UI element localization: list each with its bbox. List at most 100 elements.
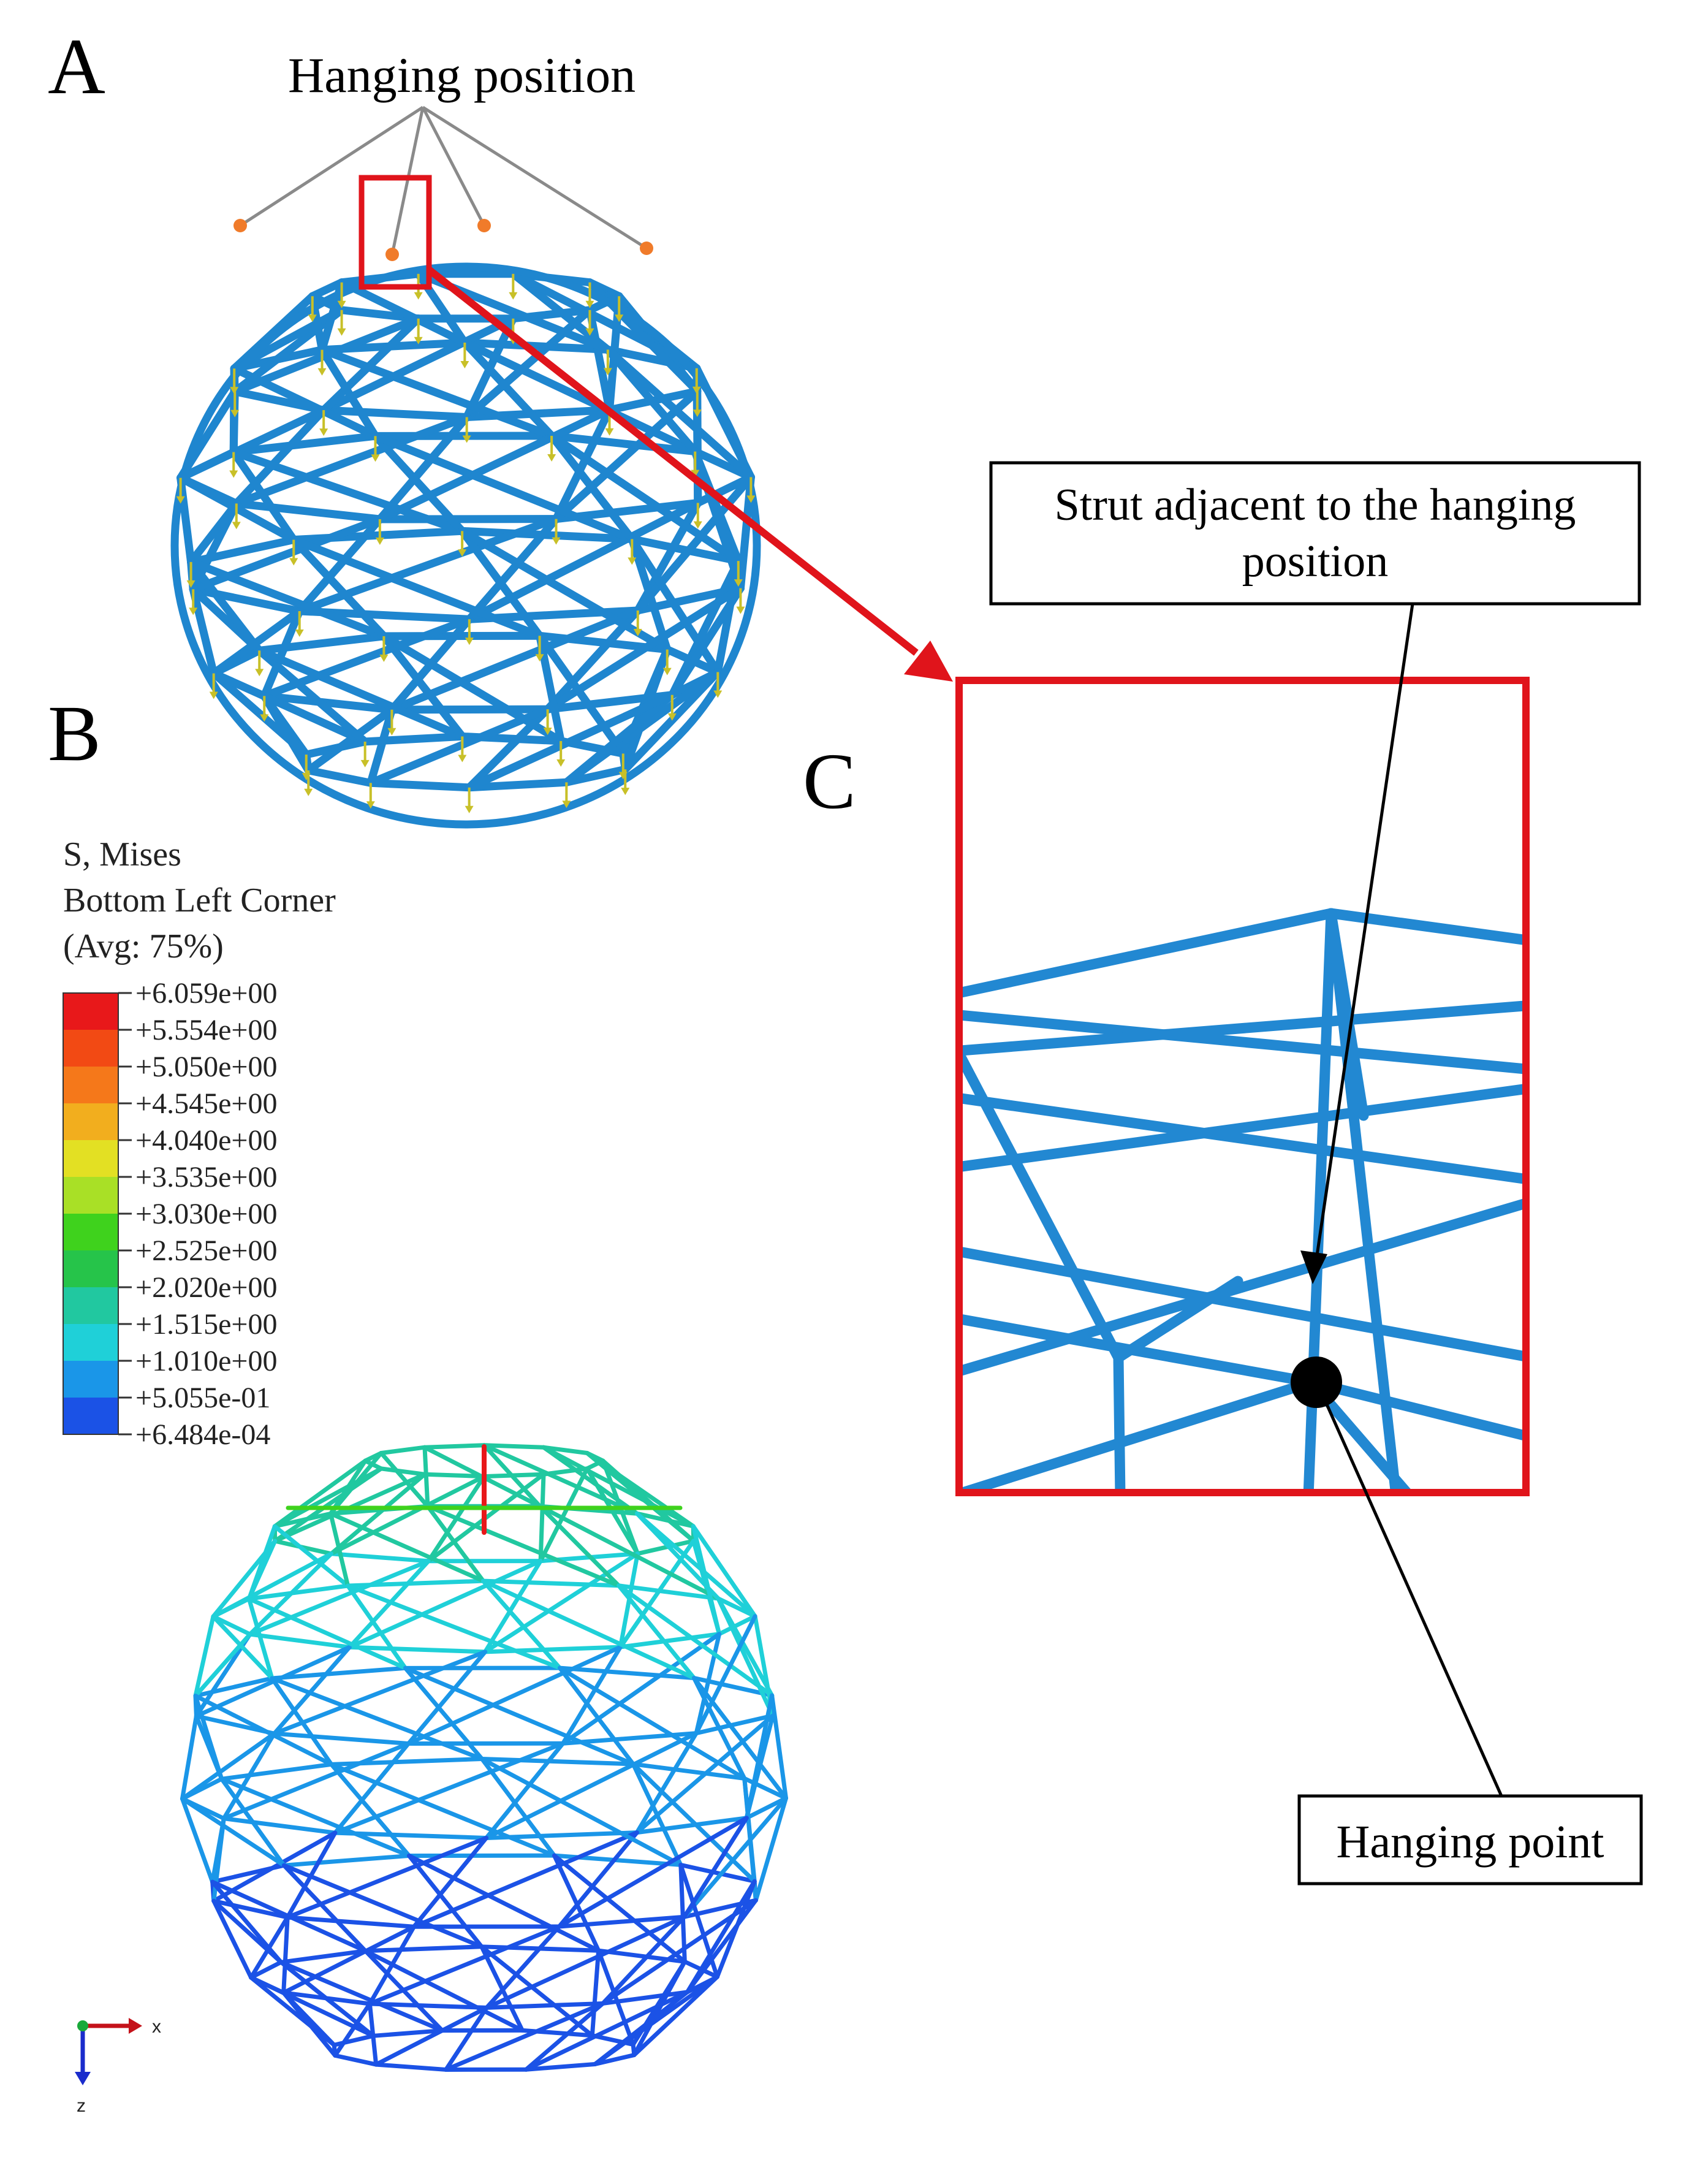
stress-strut [717, 1614, 757, 1637]
load-arrow [662, 649, 672, 675]
stress-strut [272, 1524, 351, 1588]
stress-strut [406, 1645, 623, 1746]
hanging-lines [239, 105, 648, 255]
strut [536, 631, 628, 758]
load-arrow [693, 391, 702, 417]
stress-strut [635, 1539, 696, 1556]
stress-strut [482, 1443, 546, 1450]
stress-strut [328, 1474, 487, 1556]
stress-strut [279, 1960, 445, 2033]
axis-triad: x z [75, 2017, 161, 2116]
legend-tick-label: +3.030e+00 [135, 1198, 277, 1230]
stress-strut [332, 2033, 376, 2047]
stress-strut [371, 2028, 445, 2038]
stress-strut [379, 1451, 430, 1509]
stress-strut [523, 2001, 605, 2072]
stress-strut [279, 1949, 368, 1965]
load-arrow [337, 282, 346, 308]
legend-band [63, 1067, 118, 1104]
stress-strut [221, 1731, 277, 1821]
stress-strut [221, 1741, 411, 1821]
strut [465, 705, 552, 792]
stress-strut [483, 1551, 640, 1654]
strut [308, 278, 346, 300]
stress-strut [590, 1948, 601, 2038]
stress-strut [281, 1863, 368, 1954]
stress-strut [479, 1757, 557, 1858]
load-arrow [603, 349, 612, 376]
load-arrow [337, 310, 346, 336]
load-arrow [375, 519, 384, 546]
stress-strut [691, 1524, 722, 1637]
strut [289, 536, 388, 641]
stress-strut [557, 1665, 696, 1680]
strut [668, 584, 745, 699]
stress-strut [691, 1524, 757, 1619]
stress-strut [273, 1466, 384, 1543]
stress-strut [742, 1776, 789, 1801]
hanging-point-label-box [1297, 1794, 1643, 1885]
stress-strut [272, 1649, 488, 1736]
strut-label-line1: Strut adjacent to the hanging [1055, 480, 1576, 530]
stress-strut [557, 1665, 636, 1767]
stress-strut [363, 1949, 445, 2033]
stress-strut [685, 1898, 758, 1995]
stress-strut [425, 1504, 621, 1588]
load-arrow [230, 368, 239, 395]
strut [289, 536, 544, 640]
load-arrow [414, 318, 423, 344]
legend-tick-label: +5.050e+00 [135, 1051, 277, 1083]
strut [376, 406, 614, 523]
stress-strut [406, 1649, 488, 1746]
stress-strut [479, 1944, 594, 2038]
stress-strut [483, 1645, 623, 1654]
stress-strut [482, 1443, 640, 1516]
stress-strut [538, 1466, 590, 1564]
stress-strut [210, 1879, 284, 1965]
legend-band [63, 993, 118, 1030]
strut [458, 527, 544, 640]
strut [229, 448, 298, 544]
legend-tick-label: +5.055e-01 [135, 1382, 270, 1414]
stress-strut [211, 1614, 275, 1681]
legend-band [63, 1287, 118, 1325]
stress-strut [425, 1504, 485, 1583]
legend-tick-label: +2.020e+00 [135, 1271, 277, 1304]
stress-strut [374, 2062, 449, 2072]
stress-strut [694, 1614, 757, 1736]
stress-strut [367, 2001, 489, 2010]
stress-strut [210, 1879, 368, 1954]
legend-band [63, 1361, 118, 1398]
strut [366, 778, 474, 792]
strut [460, 338, 699, 456]
legend-tick-label: +3.535e+00 [135, 1161, 277, 1193]
stress-strut [483, 1559, 543, 1654]
legend-band [63, 1177, 118, 1214]
stress-strut [346, 1583, 408, 1670]
hanging-nodes [233, 219, 653, 261]
stress-strut [407, 1853, 601, 1953]
stress-strut [538, 1472, 546, 1564]
stress-strut [484, 1741, 566, 1840]
load-arrow [585, 310, 594, 336]
strut [230, 364, 380, 440]
legend-tick-label: +6.484e-04 [135, 1418, 270, 1451]
stress-strut [270, 1676, 334, 1767]
load-arrow [552, 519, 561, 545]
strut [379, 632, 466, 740]
stress-strut [691, 1675, 789, 1801]
load-arrow [176, 478, 185, 504]
stress-strut [329, 1762, 557, 1858]
stress-strut [249, 1975, 336, 2047]
strut [562, 691, 677, 786]
stress-strut [635, 1511, 757, 1619]
strut [210, 669, 370, 746]
axis-z-label: z [77, 2096, 86, 2116]
stress-strut [593, 2053, 637, 2066]
stress-strut [480, 1578, 621, 1588]
stress-strut [585, 1451, 696, 1543]
load-arrow [189, 589, 198, 615]
load-arrow [460, 342, 469, 368]
strut [255, 646, 370, 746]
strut [463, 306, 594, 422]
